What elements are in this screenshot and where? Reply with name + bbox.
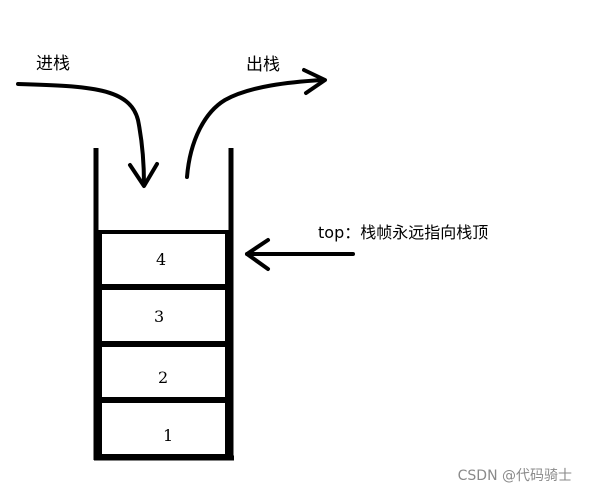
push-arrow (16, 82, 146, 186)
pop-arrow (185, 78, 324, 179)
cell-value-1: 1 (163, 426, 174, 445)
cell-value-3: 3 (154, 307, 165, 326)
push-label: 进栈 (36, 54, 70, 74)
pop-arrowhead (302, 68, 327, 95)
watermark: CSDN @代码骑士 (457, 468, 572, 484)
cell-value-2: 2 (158, 368, 169, 387)
top-pointer-arrowhead (245, 238, 270, 271)
cell-value-4: 4 (156, 250, 167, 269)
top-note-label: top：栈帧永远指向栈顶 (318, 223, 489, 242)
stack-cell-1 (98, 399, 229, 458)
pop-label: 出栈 (246, 55, 280, 75)
push-arrowhead (128, 162, 159, 188)
